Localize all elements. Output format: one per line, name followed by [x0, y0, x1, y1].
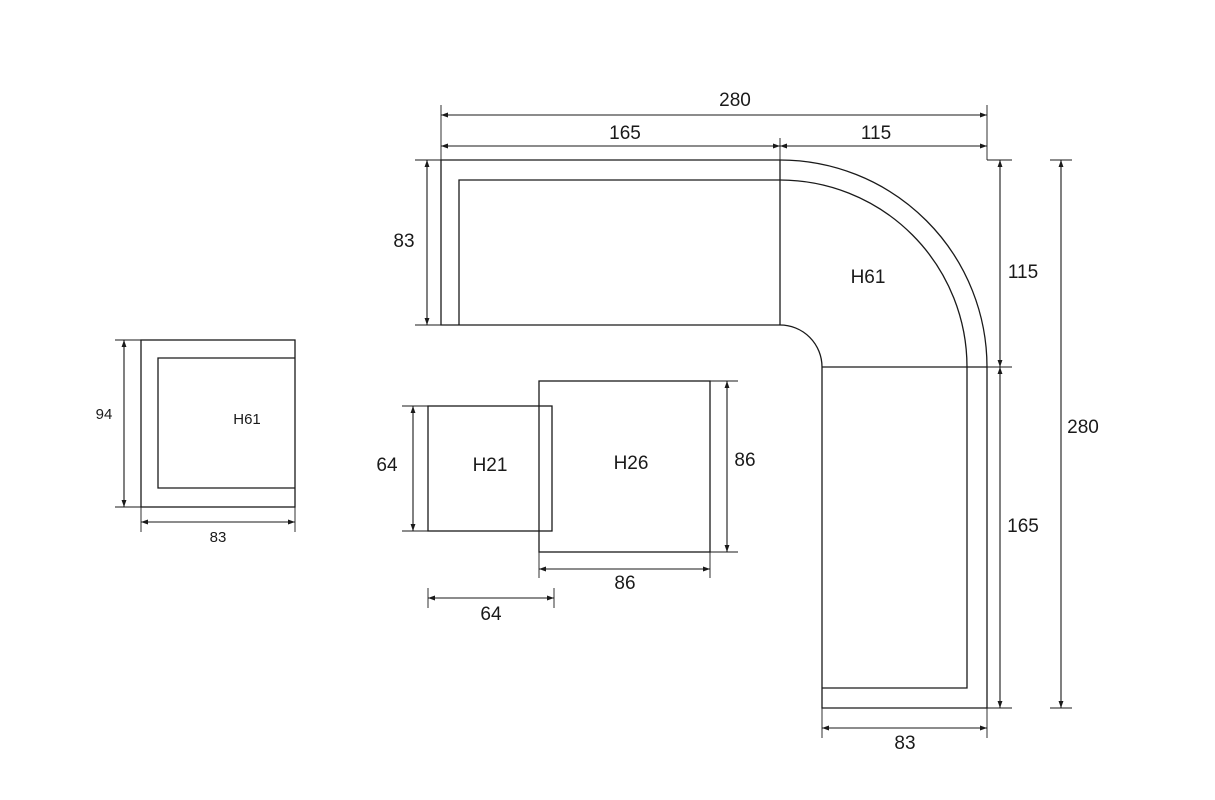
dimension-right-upper-height: 115 — [987, 159, 1038, 368]
chair-seat-inner — [157, 357, 295, 489]
small-table: H21 — [427, 405, 553, 532]
dimension-right-upper-height-label: 115 — [1008, 262, 1038, 283]
dimension-bottom-width: 83 — [821, 708, 988, 754]
small-table-outline — [427, 405, 553, 532]
dimension-large-table-width-label: 86 — [614, 573, 635, 594]
dimension-small-table-depth-label: 64 — [376, 455, 398, 476]
dimension-left-section-width-label: 165 — [609, 123, 641, 144]
dimension-large-table-width: 86 — [538, 552, 711, 594]
dimension-chair-depth-label: 94 — [96, 406, 113, 423]
corner-sofa-backrest-inner — [458, 179, 968, 689]
dimension-overall-width-label: 280 — [719, 90, 751, 111]
dimension-large-table-depth: 86 — [710, 380, 756, 553]
chair-outer-outline — [140, 339, 296, 508]
dimension-right-lower-height: 165 — [987, 367, 1039, 709]
dimension-bottom-width-label: 83 — [894, 733, 915, 754]
dimension-right-lower-height-label: 165 — [1007, 516, 1039, 537]
chair-height-label: H61 — [233, 411, 261, 428]
dimension-overall-width: 280 — [440, 90, 988, 160]
dimension-depth-left-label: 83 — [393, 231, 414, 252]
dimension-chair-depth: 94 — [96, 339, 141, 508]
dimension-corner-section-width: 115 — [780, 123, 987, 149]
large-table-height-label: H26 — [614, 453, 649, 474]
dimension-overall-height: 280 — [1050, 159, 1099, 709]
chair: H61 — [140, 339, 296, 508]
dimension-chair-width: 83 — [140, 507, 296, 546]
dimension-left-section-width: 165 — [441, 123, 781, 160]
corner-sofa-height-label: H61 — [851, 267, 886, 288]
dimension-small-table-width-label: 64 — [480, 604, 502, 625]
large-table: H26 — [538, 380, 711, 553]
dimension-chair-width-label: 83 — [210, 529, 227, 546]
corner-sofa: H61 — [440, 159, 988, 709]
large-table-outline — [538, 380, 711, 553]
dimension-large-table-depth-label: 86 — [734, 450, 755, 471]
dimension-depth-left: 83 — [393, 159, 441, 326]
dimension-corner-section-width-label: 115 — [861, 123, 891, 144]
dimension-small-table-depth: 64 — [376, 405, 428, 532]
corner-sofa-outer-outline — [440, 159, 988, 709]
small-table-height-label: H21 — [473, 455, 508, 476]
dimension-overall-height-label: 280 — [1067, 417, 1099, 438]
dimension-small-table-width: 64 — [427, 588, 555, 625]
